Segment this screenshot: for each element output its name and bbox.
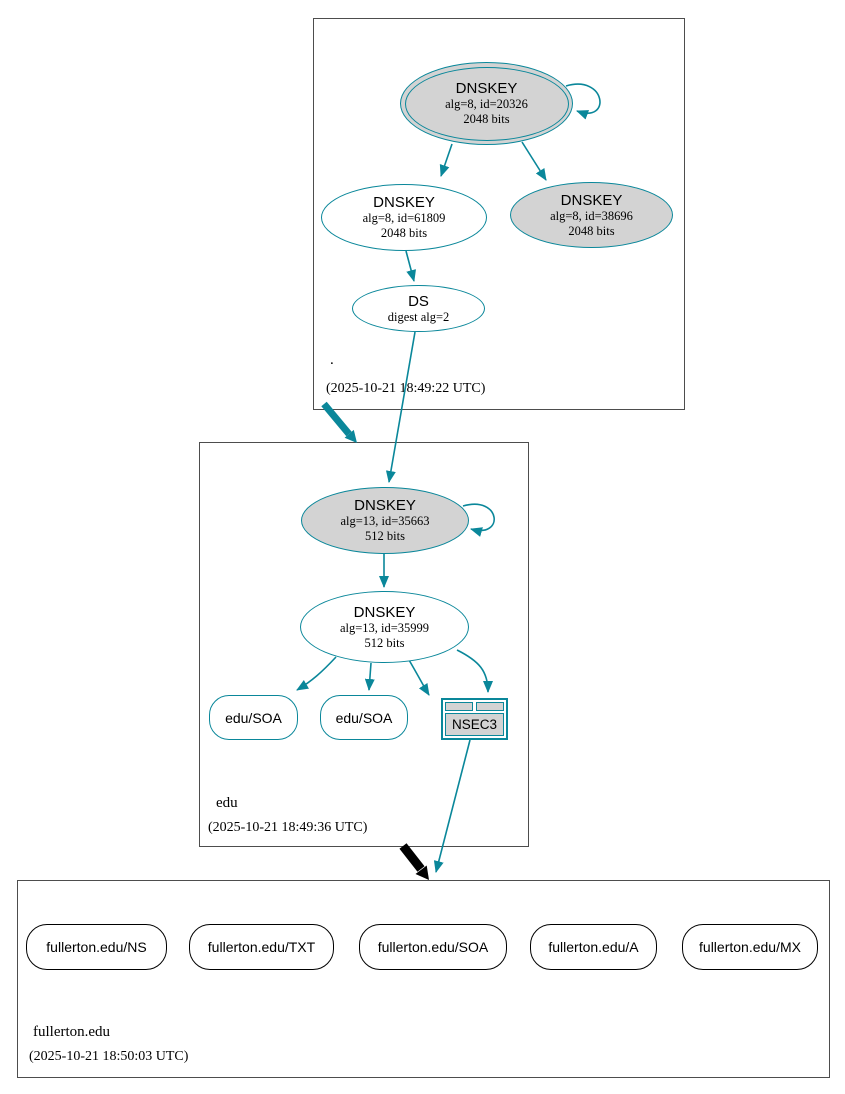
rrset-node-edu-soa-2[interactable]: edu/SOA xyxy=(320,695,408,740)
nsec3-header-cell-right xyxy=(476,702,504,711)
rrset-node-edu-soa-1[interactable]: edu/SOA xyxy=(209,695,298,740)
rrset-node-fullerton-edu-soa[interactable]: fullerton.edu/SOA xyxy=(359,924,507,970)
rrset-node-fullerton-edu-txt[interactable]: fullerton.edu/TXT xyxy=(189,924,334,970)
node-root-zsk-dnskey-61809[interactable]: DNSKEY alg=8, id=61809 2048 bits xyxy=(321,184,487,251)
rrset-node-fullerton-edu-mx[interactable]: fullerton.edu/MX xyxy=(682,924,818,970)
node-edu-ksk-dnskey-35663[interactable]: DNSKEY alg=13, id=35663 512 bits xyxy=(301,487,469,554)
zone-label-root: . xyxy=(330,352,334,368)
node-edu-nsec3[interactable]: NSEC3 xyxy=(441,698,508,740)
nsec3-label: NSEC3 xyxy=(445,713,504,736)
node-detail-bits: 2048 bits xyxy=(568,223,615,238)
zone-box-edu xyxy=(199,442,529,847)
nsec3-header-row xyxy=(445,702,504,711)
node-detail-alg-id: alg=8, id=20326 xyxy=(445,97,528,111)
nsec3-header-cell-left xyxy=(445,702,473,711)
zone-timestamp-root: (2025-10-21 18:49:22 UTC) xyxy=(326,381,486,396)
node-title: DNSKEY xyxy=(354,497,416,514)
node-detail-alg-id: alg=13, id=35663 xyxy=(340,514,430,528)
node-detail-bits: 2048 bits xyxy=(463,112,510,126)
node-detail-alg-id: alg=8, id=61809 xyxy=(362,211,446,225)
node-root-ksk-dnskey-20326[interactable]: DNSKEY alg=8, id=20326 2048 bits xyxy=(400,62,573,145)
delegation-arrow-edu-to-fullerton xyxy=(399,843,429,880)
rrset-node-fullerton-edu-ns[interactable]: fullerton.edu/NS xyxy=(26,924,167,970)
node-title: DNSKEY xyxy=(560,191,623,209)
node-title: DNSKEY xyxy=(455,80,518,97)
node-detail-digest-alg: digest alg=2 xyxy=(387,309,450,324)
node-root-dnskey-38696[interactable]: DNSKEY alg=8, id=38696 2048 bits xyxy=(510,182,673,248)
node-detail-alg-id: alg=13, id=35999 xyxy=(339,620,430,635)
zone-label-edu: edu xyxy=(216,795,238,811)
node-detail-alg-id: alg=8, id=38696 xyxy=(550,208,633,223)
rrset-node-fullerton-edu-a[interactable]: fullerton.edu/A xyxy=(530,924,657,970)
zone-timestamp-fullerton-edu: (2025-10-21 18:50:03 UTC) xyxy=(29,1049,189,1064)
node-title: DNSKEY xyxy=(373,194,435,211)
zone-box-fullerton-edu xyxy=(17,880,830,1078)
node-root-ksk-inner-ellipse: DNSKEY alg=8, id=20326 2048 bits xyxy=(404,66,569,141)
zone-label-fullerton-edu: fullerton.edu xyxy=(33,1024,111,1040)
node-title: DNSKEY xyxy=(353,603,416,621)
node-detail-bits: 512 bits xyxy=(364,635,405,650)
zone-timestamp-edu: (2025-10-21 18:49:36 UTC) xyxy=(208,820,368,835)
node-edu-zsk-dnskey-35999[interactable]: DNSKEY alg=13, id=35999 512 bits xyxy=(300,591,469,663)
node-title: DS xyxy=(408,292,429,310)
node-detail-bits: 512 bits xyxy=(365,529,405,543)
node-root-ds[interactable]: DS digest alg=2 xyxy=(352,285,485,332)
node-detail-bits: 2048 bits xyxy=(380,226,428,240)
zone-box-root xyxy=(313,18,685,410)
